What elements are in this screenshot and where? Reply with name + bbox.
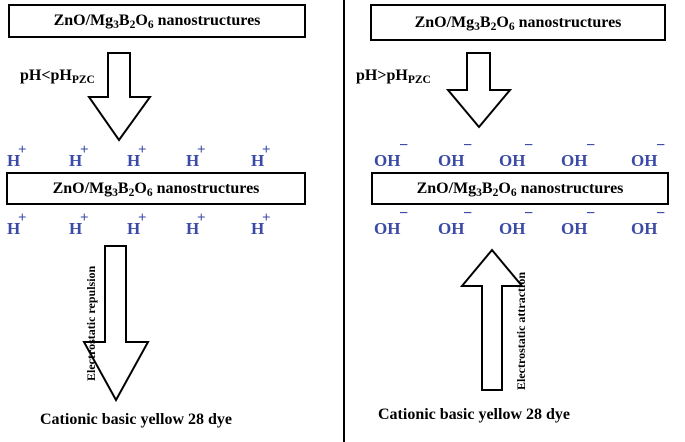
right-ph-condition: pH>pHPZC	[356, 67, 431, 86]
h-ion: H+	[251, 142, 271, 170]
oh-ion: OH−	[499, 137, 534, 170]
oh-ion: OH−	[374, 137, 409, 170]
left-ph-condition: pH<pHPZC	[20, 67, 95, 86]
oh-ion: OH−	[561, 137, 596, 170]
right-top-box-label: ZnO/Mg3B2O6 nanostructures	[414, 13, 622, 33]
left-top-nanostructure-box: ZnO/Mg3B2O6 nanostructures	[8, 4, 306, 38]
oh-ion: OH−	[438, 137, 473, 170]
right-middle-box-label: ZnO/Mg3B2O6 nanostructures	[416, 179, 624, 199]
h-ion: H+	[251, 210, 271, 238]
h-ion: H+	[7, 210, 27, 238]
h-ion: H+	[127, 142, 147, 170]
left-repulsion-label: Electrostatic repulsion	[84, 265, 98, 381]
left-top-box-label: ZnO/Mg3B2O6 nanostructures	[53, 12, 261, 31]
oh-ion: OH−	[499, 205, 534, 238]
h-ion: H+	[186, 142, 206, 170]
right-down-arrow	[445, 52, 513, 129]
oh-ion: OH−	[438, 205, 473, 238]
h-ion: H+	[69, 210, 89, 238]
oh-ion: OH−	[631, 205, 666, 238]
left-down-arrow	[87, 52, 152, 142]
right-dye-label: Cationic basic yellow 28 dye	[378, 406, 570, 423]
left-dye-label: Cationic basic yellow 28 dye	[40, 411, 232, 428]
oh-ion: OH−	[561, 205, 596, 238]
oh-ion: OH−	[374, 205, 409, 238]
h-ion: H+	[127, 210, 147, 238]
h-ion: H+	[69, 142, 89, 170]
oh-ion: OH−	[631, 137, 666, 170]
right-middle-nanostructure-box: ZnO/Mg3B2O6 nanostructures	[371, 172, 669, 205]
left-middle-nanostructure-box: ZnO/Mg3B2O6 nanostructures	[6, 172, 306, 205]
h-ion: H+	[7, 142, 27, 170]
right-attraction-label: Electrostatic attraction	[514, 271, 528, 390]
right-attraction-arrow	[459, 248, 525, 391]
left-repulsion-arrow	[82, 245, 150, 403]
right-top-nanostructure-box: ZnO/Mg3B2O6 nanostructures	[370, 4, 666, 41]
h-ion: H+	[186, 210, 206, 238]
left-middle-box-label: ZnO/Mg3B2O6 nanostructures	[52, 179, 260, 199]
